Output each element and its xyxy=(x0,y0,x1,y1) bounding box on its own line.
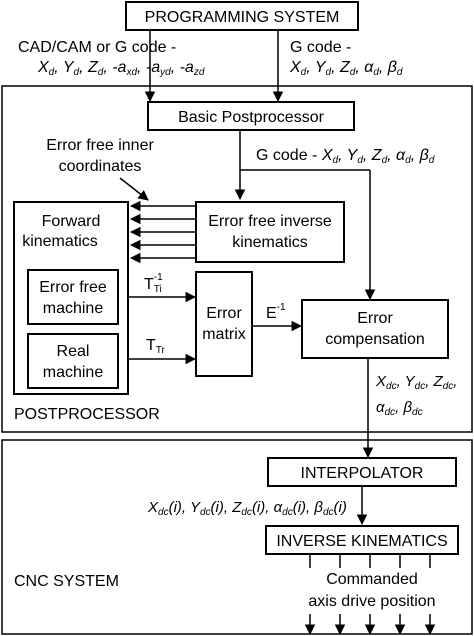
real-machine-label-1: Real xyxy=(57,343,90,360)
t-tr-label: TTr xyxy=(146,337,166,356)
error-matrix-label-2: matrix xyxy=(202,326,246,343)
commanded-label-1: Commanded xyxy=(326,571,418,588)
error-free-machine-label-1: Error free xyxy=(39,279,107,296)
cnc-system-region xyxy=(1,439,473,635)
gcode-input-vars: Xd, Yd, Zd, αd, βd xyxy=(289,59,403,78)
basic-postprocessor-block xyxy=(147,101,355,131)
interpolator-block xyxy=(267,457,457,487)
postprocessor-region-label: POSTPROCESSOR xyxy=(14,406,160,423)
commanded-label-2: axis drive position xyxy=(308,593,435,610)
t-ti-label: TTi-1 xyxy=(144,272,163,295)
postprocessor-region xyxy=(1,85,473,433)
basic-output-label: G code - Xd, Yd, Zd, αd, βd xyxy=(256,147,435,166)
error-compensation-label-1: Error xyxy=(357,310,393,327)
commanded-label-bg xyxy=(292,568,452,614)
programming-system-block xyxy=(125,1,359,31)
inverse-kinematics-block xyxy=(195,201,345,263)
comp-output-line-2: αdc, βdc xyxy=(376,399,423,418)
error-free-machine-label-2: machine xyxy=(43,300,104,317)
real-machine-label-2: machine xyxy=(43,364,104,381)
inverse-kinematics-label-2: kinematics xyxy=(232,234,308,251)
error-matrix-block xyxy=(195,271,253,377)
interp-output-label: Xdc(i), Ydc(i), Zdc(i), αdc(i), βdc(i) xyxy=(147,499,347,518)
programming-system-label: PROGRAMMING SYSTEM xyxy=(145,9,340,26)
inner-coords-label-2: coordinates xyxy=(59,158,142,175)
inverse-kinematics-cnc-label: INVERSE KINEMATICS xyxy=(276,533,447,550)
error-compensation-label-2: compensation xyxy=(325,331,425,348)
inner-coords-label-1: Error free inner xyxy=(46,137,154,154)
error-compensation-block xyxy=(301,299,449,359)
e-inv-label: E-1 xyxy=(266,302,286,322)
inverse-kinematics-label-1: Error free inverse xyxy=(208,213,332,230)
forward-kinematics-label-2: kinematics xyxy=(22,233,98,250)
real-machine-block xyxy=(27,333,119,389)
forward-kinematics-label-1: Forward xyxy=(42,213,101,230)
cadcam-input-vars: Xd, Yd, Zd, -axd, -ayd, -azd xyxy=(37,59,205,78)
inverse-kinematics-cnc-block xyxy=(265,525,459,555)
cnc-system-region-label: CNC SYSTEM xyxy=(14,573,119,590)
gcode-input-label: G code - xyxy=(290,39,351,56)
interpolator-label: INTERPOLATOR xyxy=(301,465,424,482)
inner-coords-pointer xyxy=(119,177,149,201)
basic-postprocessor-label: Basic Postprocessor xyxy=(178,109,325,126)
cadcam-input-label: CAD/CAM or G code - xyxy=(18,39,176,56)
error-matrix-label-1: Error xyxy=(206,305,242,322)
comp-output-line-1: Xdc, Ydc, Zdc, xyxy=(375,373,457,392)
error-free-machine-block xyxy=(27,269,119,325)
